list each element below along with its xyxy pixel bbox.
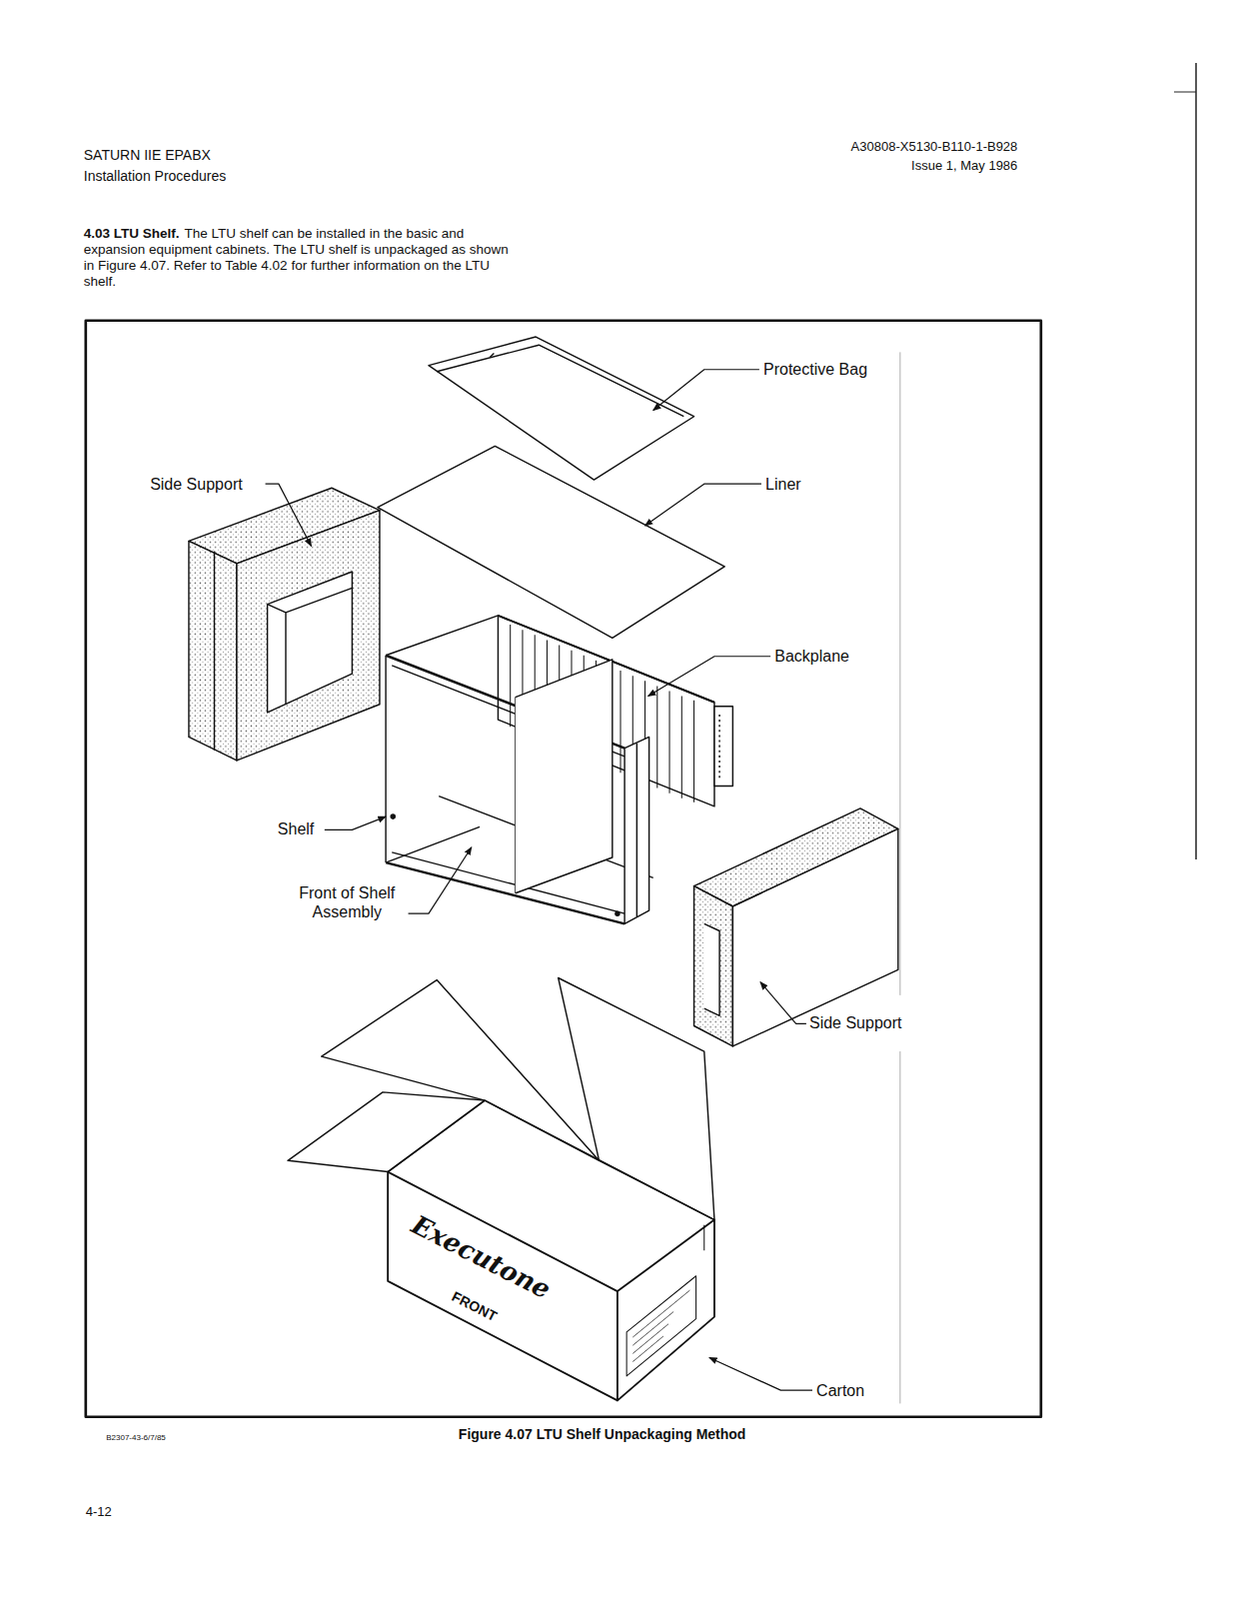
part-label: Front of Shelf Assembly [287,883,406,922]
running-head: Installation Procedures [83,167,226,185]
crop-line [899,1051,901,1403]
page-number: 4-12 [85,1503,112,1520]
side-support-left [188,487,380,761]
crop-line [899,351,901,995]
figure-frame [85,320,1042,1417]
margin-tick [1174,91,1197,93]
issue-date: Issue 1, May 1986 [911,157,1018,174]
carton [287,978,715,1401]
part-label: Carton [816,1380,865,1400]
running-head: SATURN IIE EPABX [83,146,211,164]
ltu-shelf [385,615,733,924]
carton-marking: FRONT [448,1287,500,1325]
margin-bar [1195,62,1198,860]
part-label: Side Support [149,474,243,494]
side-support-right [694,808,899,1047]
carton-logo: Executone [406,1209,556,1306]
drawing-number: B2307-43-6/7/85 [105,1432,166,1443]
figure-caption: Figure 4.07 LTU Shelf Unpackaging Method [392,1425,813,1443]
part-label: Shelf [277,819,314,839]
part-label: Protective Bag [763,359,868,379]
section-heading: 4.03 LTU Shelf. [83,225,180,242]
protective-bag [428,336,695,480]
document-number: A30808-X5130-B110-1-B928 [851,138,1019,155]
body-text: The LTU shelf can be installed in the ba… [83,225,514,291]
part-label: Liner [765,474,802,494]
part-label: Side Support [809,1013,903,1033]
part-label: Backplane [774,646,850,666]
liner [377,445,725,638]
leader-lines [265,369,813,1390]
